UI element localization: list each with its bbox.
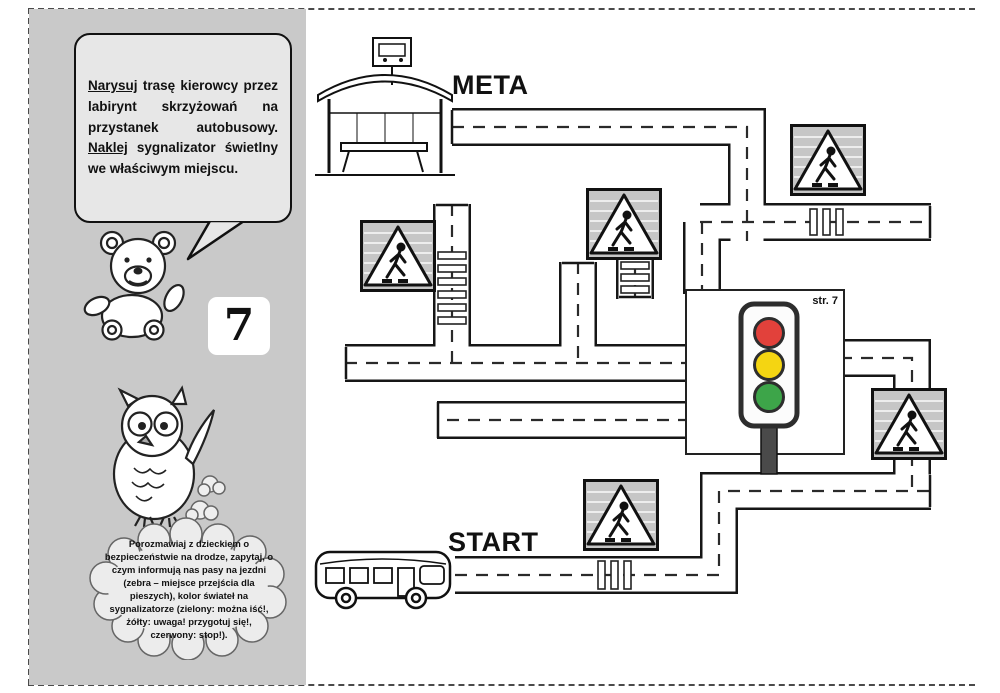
traffic-light [738, 301, 800, 475]
bus-stop-illustration [315, 37, 455, 176]
teddy-bear-illustration [83, 230, 185, 341]
page-number-box: 7 [208, 297, 270, 355]
traffic-light-green [753, 381, 785, 413]
pedestrian-crossing-sign [360, 220, 436, 292]
pedestrian-crossing-sign [583, 479, 659, 551]
cut-line-bottom [28, 684, 975, 686]
road-end-caps [344, 110, 932, 507]
bus-illustration [314, 550, 452, 610]
start-label: START [448, 527, 539, 557]
sticker-box-label: str. 7 [812, 295, 838, 307]
meta-label: META [452, 70, 529, 100]
traffic-light-yellow [753, 349, 785, 381]
traffic-light-red [753, 317, 785, 349]
zebra-crossing-marks [437, 208, 844, 590]
instruction-bubble: Narysuj trasę kierowcy przez labirynt sk… [74, 33, 292, 223]
speech-bubble-tail [186, 221, 246, 261]
pedestrian-crossing-sign [790, 124, 866, 196]
pedestrian-crossing-sign [586, 188, 662, 260]
cut-line-top [28, 8, 975, 10]
pedestrian-crossing-sign [871, 388, 947, 460]
page-number: 7 [223, 300, 255, 351]
tip-text: Porozmawiaj z dzieckiem o bezpieczeństwi… [104, 538, 274, 640]
tip-cloud [89, 517, 287, 660]
instruction-text: Narysuj trasę kierowcy przez labirynt sk… [88, 77, 278, 177]
traffic-light-pole [760, 423, 778, 475]
